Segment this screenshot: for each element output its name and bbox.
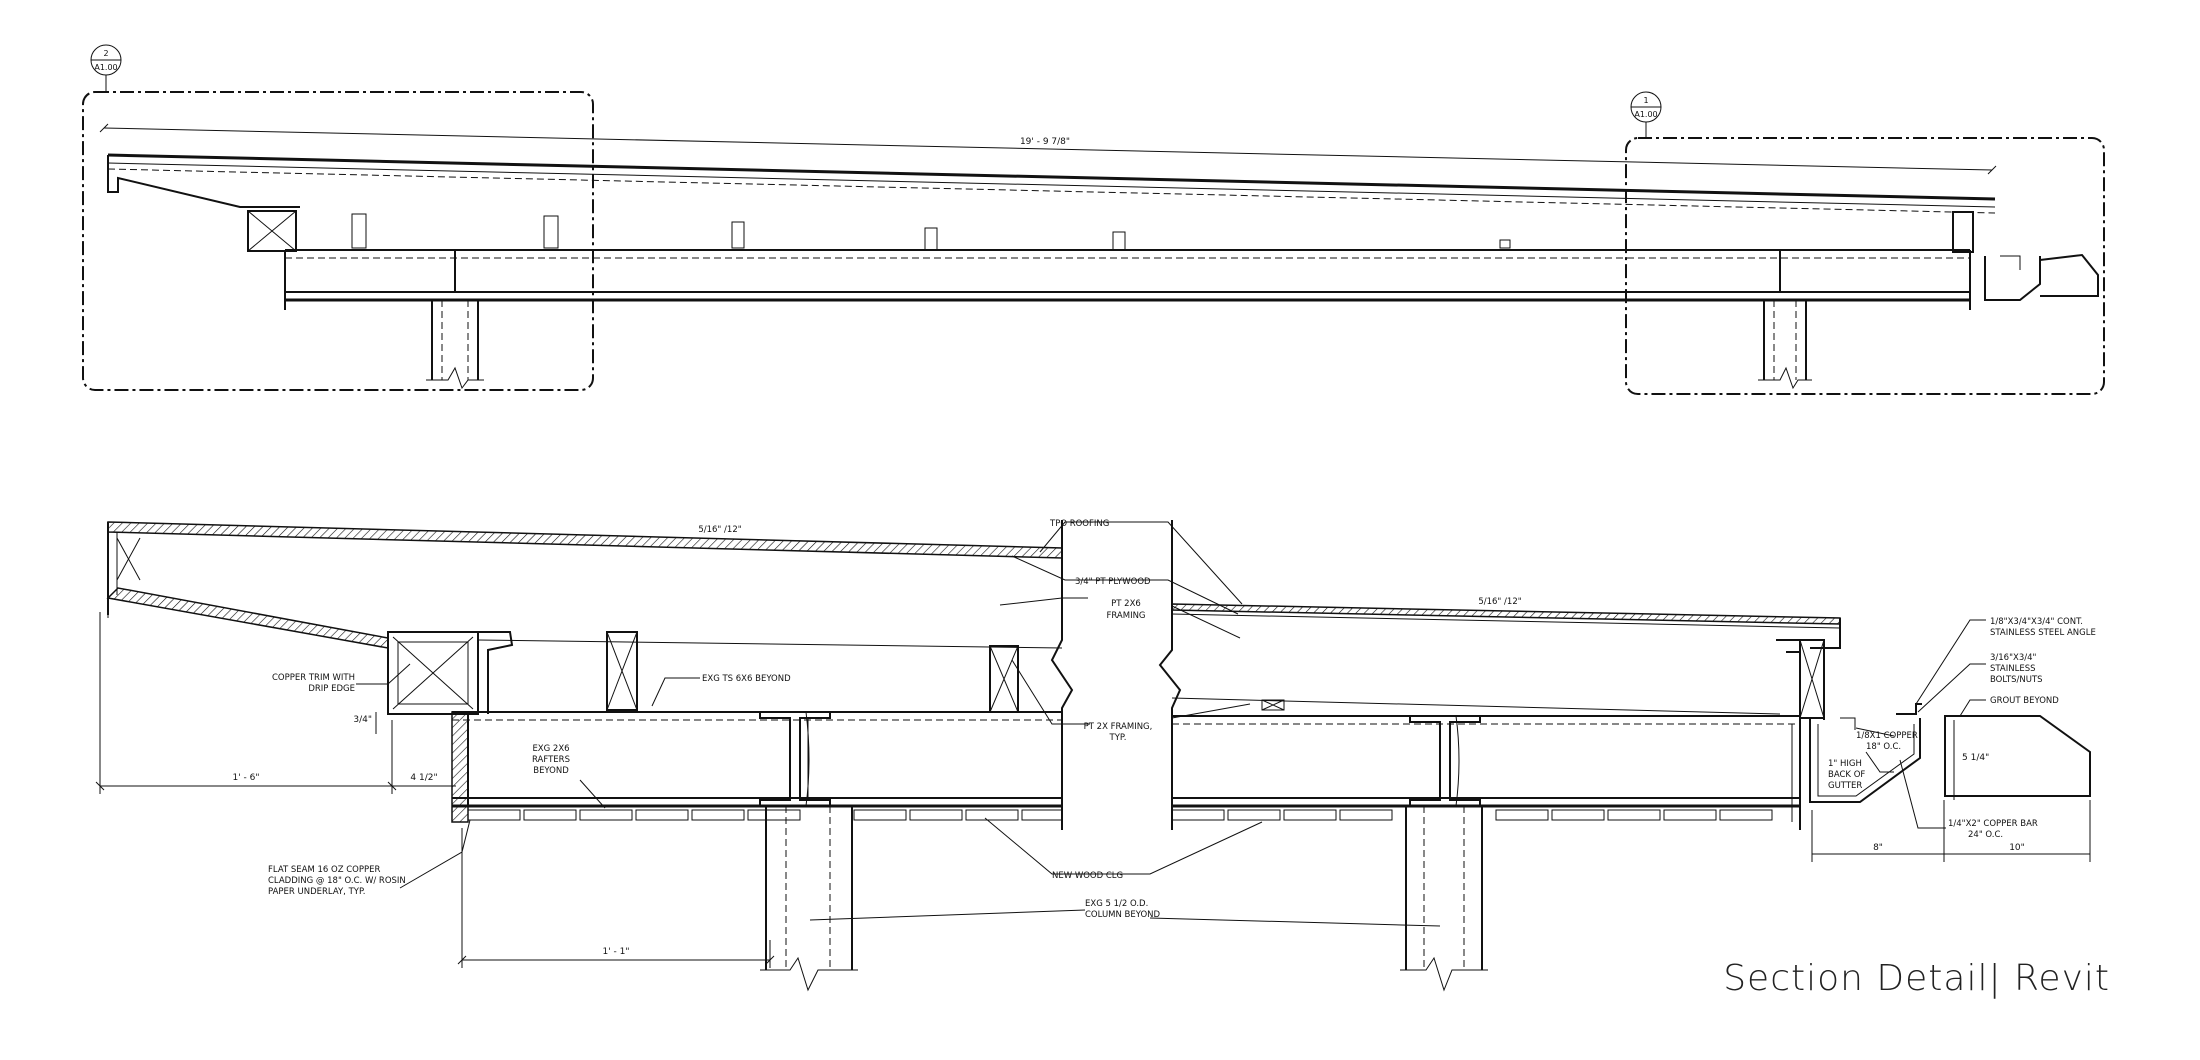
label-gutter-3: GUTTER [1828,781,1862,791]
label-copper-2: 18" O.C. [1866,742,1901,752]
label-bolts-1: 3/16"X3/4" [1990,653,2037,663]
label-pt-framing-1: PT 2X6 [1111,599,1141,609]
drawing-title: Section Detail| Revit [1723,958,2110,999]
label-exg-ts: EXG TS 6X6 BEYOND [702,674,791,684]
label-exg-rafters-1: EXG 2X6 [532,744,569,754]
label-gutter-2: BACK OF [1828,770,1865,780]
break-line [1050,520,1182,830]
label-exg-column-1: EXG 5 1/2 O.D. [1085,899,1148,909]
overview-column-right [1758,300,1812,390]
right-beam [1171,715,1801,992]
overall-dimension-text: 19' - 9 7/8" [1020,137,1070,147]
overview-gutter [1984,253,2099,301]
left-roof-assembly [106,521,1063,715]
gutter-detail [1809,703,2091,803]
callout-sheet: A1.00 [1634,110,1657,119]
overall-dimension: 19' - 9 7/8" [99,123,1997,175]
right-roof-assembly [1171,603,1841,720]
label-flat-seam-2: CLADDING @ 18" O.C. W/ ROSIN [268,876,406,886]
label-flat-seam-1: FLAT SEAM 16 OZ COPPER [268,865,380,875]
right-ceiling-boards [1171,809,1773,821]
dim-column-offset: 1' - 1" [602,947,629,957]
slope-left: 5/16" /12" [698,525,741,535]
label-steel-angle-2: STAINLESS STEEL ANGLE [1990,628,2096,638]
label-bolts-3: BOLTS/NUTS [1990,675,2043,685]
detail-callout-2[interactable]: 2 A1.00 [90,44,122,92]
detail-boundary-2 [82,91,594,391]
label-plywood: 3/4" PT PLYWOOD [1075,577,1151,587]
dimension-texts: 1' - 6" 4 1/2" 3/4" 1' - 1" 5 1/4" 8" 10… [232,715,2024,957]
dim-gutter-height: 5 1/4" [1962,753,1989,763]
overview-column-left [426,300,484,390]
callout-sheet: A1.00 [94,63,117,72]
dim-trim-height: 3/4" [353,715,372,725]
annotations: 5/16" /12" 5/16" /12" TPO ROOFING 3/4" P… [268,519,2096,920]
dim-offset: 4 1/2" [410,773,437,783]
left-beam [451,711,1063,992]
dim-gutter-width: 8" [1873,843,1883,853]
callout-number: 1 [1643,96,1648,105]
label-bolts-2: STAINLESS [1990,664,2036,674]
label-copper-1: 1/8X1 COPPER [1856,731,1918,741]
label-copper-trim-1: COPPER TRIM WITH [272,673,355,683]
enlarged-detail: 5/16" /12" 5/16" /12" TPO ROOFING 3/4" P… [95,519,2096,992]
label-pt-framing-2: FRAMING [1106,611,1145,621]
detail-boundary-1 [1625,137,2105,395]
overview-beam [284,249,1971,310]
dim-overhang: 1' - 6" [232,773,259,783]
label-exg-rafters-3: BEYOND [533,766,569,776]
slope-right: 5/16" /12" [1478,597,1521,607]
label-new-wood-clg: NEW WOOD CLG [1052,871,1123,881]
label-grout: GROUT BEYOND [1990,696,2059,706]
label-copper-bar-2: 24" O.C. [1968,830,2003,840]
label-flat-seam-3: PAPER UNDERLAY, TYP. [268,887,365,897]
label-pt2x-framing-1: PT 2X FRAMING, [1084,722,1153,732]
label-steel-angle-1: 1/8"X3/4"X3/4" CONT. [1990,617,2083,627]
label-copper-bar-1: 1/4"X2" COPPER BAR [1948,819,2038,829]
label-copper-trim-2: DRIP EDGE [308,684,355,694]
callout-number: 2 [103,49,108,58]
label-exg-rafters-2: RAFTERS [532,755,570,765]
overview-section: 2 A1.00 1 A1.00 19' - 9 7/8" [82,44,2105,395]
dim-curb-width: 10" [2009,843,2025,853]
label-pt2x-framing-2: TYP. [1109,733,1127,743]
detail-callout-1[interactable]: 1 A1.00 [1630,91,1662,138]
overview-roof [107,153,1996,253]
label-tpo-roofing: TPO ROOFING [1049,519,1109,529]
left-ceiling-boards [467,809,1063,821]
label-exg-column-2: COLUMN BEYOND [1085,910,1161,920]
dimension-lines [95,612,2091,968]
label-gutter-1: 1" HIGH [1828,759,1862,769]
